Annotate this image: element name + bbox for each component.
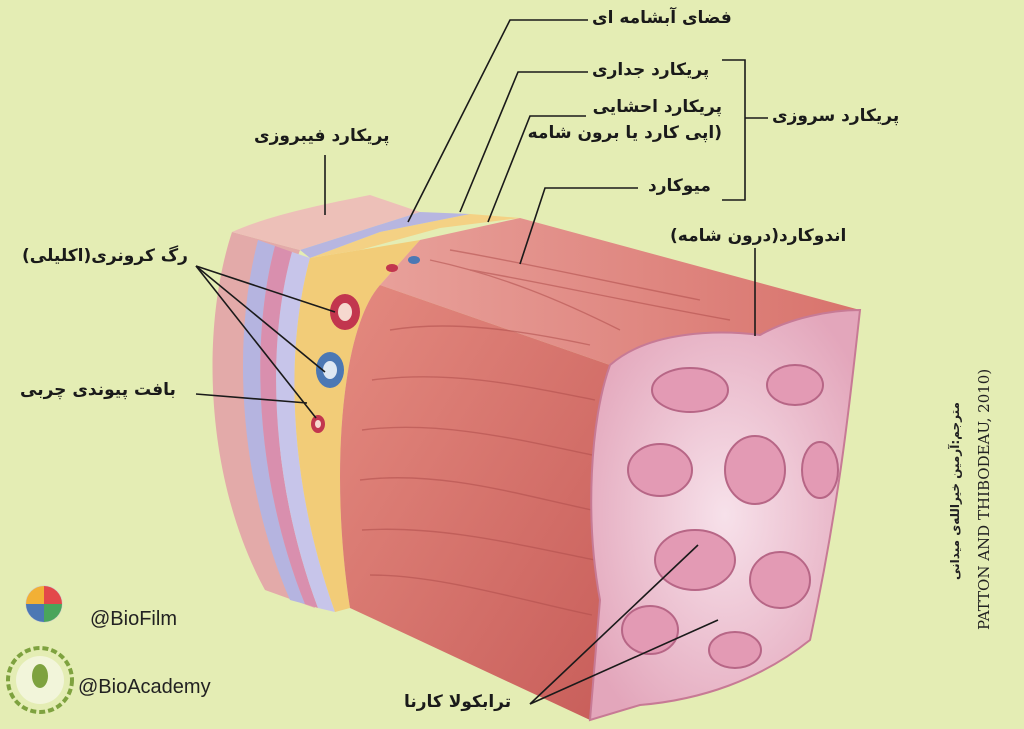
label-serous-pericardium: پریکارد سروزی (772, 106, 900, 126)
coronary-artery-small (311, 415, 325, 433)
label-coronary-vessel: رگ کرونری(اکلیلی) (22, 246, 188, 266)
translator-credit: مترجم:آرمین خیرالله‌ی میدانی (948, 402, 962, 580)
label-visceral-pericardium-line2: (اپی کارد یا برون شامه (527, 123, 722, 143)
trabeculae-holes (621, 364, 839, 669)
label-visceral-pericardium: پریکارد احشایی (اپی کارد یا برون شامه (518, 94, 722, 146)
myocardium-front (340, 285, 610, 720)
myocardium-top (380, 218, 860, 365)
adipose-top (310, 214, 520, 258)
visceral-pericardium-strip (276, 252, 335, 612)
biofilm-handle: @BioFilm (90, 608, 177, 630)
label-fibrous-pericardium: پریکارد فیبروزی (254, 126, 390, 146)
fibrous-pericardium-top (232, 195, 420, 250)
coronary-vein-large (316, 352, 344, 388)
label-subarachnoid-space: فضای آبشامه ای (592, 8, 732, 28)
adipose-layer (294, 240, 420, 612)
label-adipose-tissue: بافت پیوندی چربی (20, 380, 176, 400)
label-visceral-pericardium-line1: پریکارد احشایی (592, 97, 722, 117)
parietal-pericardium-strip (242, 240, 305, 604)
pericardial-cavity-strip (260, 246, 318, 608)
source-credit: PATTON AND THIBODEAU, 2010) (975, 368, 993, 630)
muscle-fibers (359, 249, 731, 616)
leader-lines (195, 19, 768, 705)
label-trabeculae-carneae: ترابکولا کارنا (404, 692, 512, 712)
biofilm-logo-icon (25, 585, 63, 623)
coronary-artery-large (330, 294, 360, 330)
bioacademy-logo-icon (6, 646, 74, 714)
label-parietal-pericardium: پریکارد جداری (592, 60, 710, 80)
serous-top-strip (300, 212, 470, 258)
label-myocardium: میوکارد (648, 176, 711, 196)
label-endocardium: اندوکارد(درون شامه) (670, 226, 847, 246)
bioacademy-handle: @BioAcademy (78, 676, 211, 698)
coronary-vessels-top (386, 256, 420, 272)
